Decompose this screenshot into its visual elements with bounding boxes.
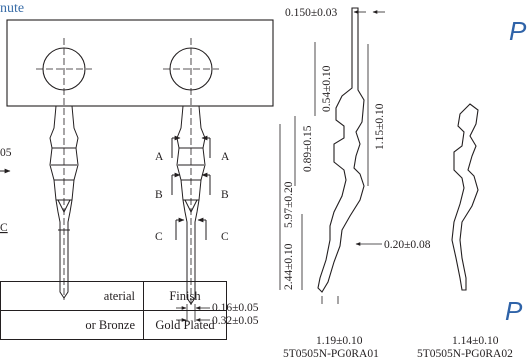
label-c-left: C: [0, 222, 8, 234]
dim-114: 1.14±0.10: [452, 335, 499, 347]
table-header-row: aterial Finish: [0, 281, 227, 311]
table-header-material: aterial: [0, 281, 144, 311]
section-c-left: C: [155, 231, 163, 243]
corner-letter-bottom: P: [505, 296, 523, 326]
table-cell-material: or Bronze: [0, 310, 144, 340]
section-c-right: C: [221, 231, 229, 243]
table-cell-finish: Gold Plated: [143, 310, 227, 340]
table-header-finish: Finish: [143, 281, 227, 311]
material-finish-table: aterial Finish or Bronze Gold Plated: [0, 281, 227, 340]
dim-top: 0.150±0.03: [285, 7, 338, 19]
section-a-right: A: [221, 151, 230, 163]
terminal-side-02: [451, 103, 479, 291]
dim-054: 0.54±0.10: [321, 65, 333, 112]
dim-115: 1.15±0.10: [374, 103, 386, 150]
dim-597: 5.97±0.20: [283, 181, 295, 228]
dim-089: 0.89±0.15: [302, 125, 314, 172]
carrier-strip: [6, 19, 274, 306]
part-number-02: 5T0505N-PG0RA02: [417, 348, 513, 360]
section-a-left: A: [155, 151, 164, 163]
section-b-right: B: [221, 189, 229, 201]
dim-020: 0.20±0.08: [384, 239, 431, 251]
table-row: or Bronze Gold Plated: [0, 310, 227, 340]
corner-letter-top: P: [509, 16, 527, 46]
dim-119: 1.19±0.10: [316, 335, 363, 347]
fragment-05: 05: [0, 147, 12, 159]
section-b-left: B: [155, 189, 163, 201]
part-number-01: 5T0505N-PG0RA01: [283, 348, 379, 360]
header-fragment: nute: [0, 1, 24, 16]
terminal-side-01: [317, 7, 365, 293]
section-markers: [171, 135, 211, 240]
dim-244: 2.44±0.10: [283, 243, 295, 290]
